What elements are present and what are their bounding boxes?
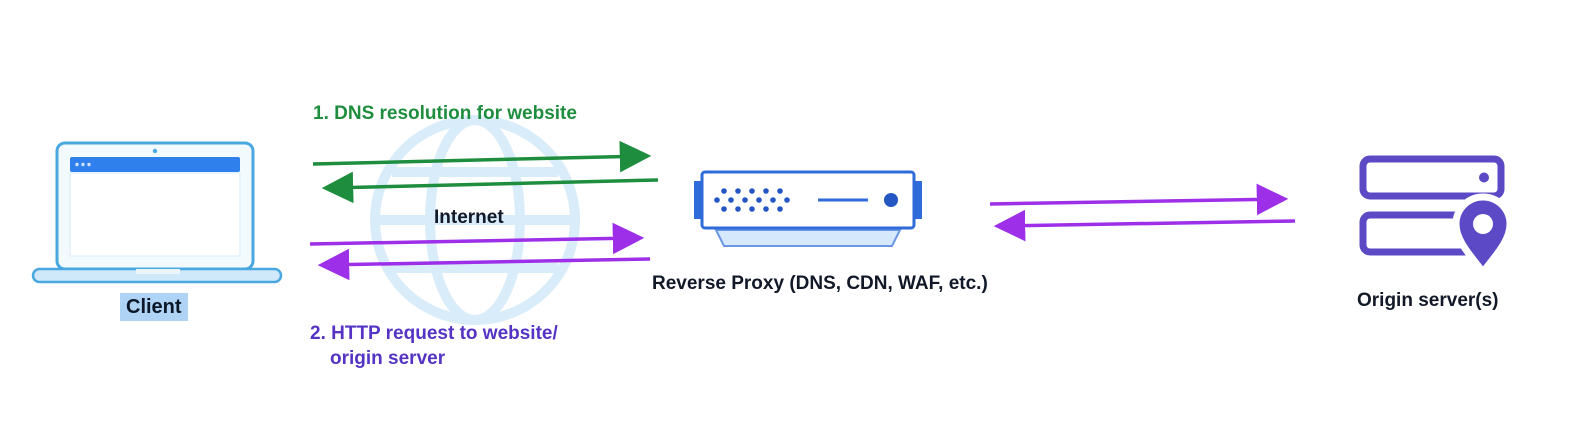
proxy-origin-arrow-left — [993, 209, 1296, 242]
step2-line1: 2. HTTP request to website/ — [310, 323, 558, 344]
internet-globe-icon — [370, 115, 580, 325]
dns-arrows — [312, 140, 659, 204]
internet-label: Internet — [434, 207, 504, 228]
dns-arrow-left — [321, 171, 659, 204]
reverse-proxy-icon — [694, 170, 922, 247]
dns-arrow-right — [312, 140, 652, 173]
client-label: Client — [120, 293, 188, 321]
http-arrow-right — [309, 222, 645, 255]
origin-server-icon — [1359, 155, 1514, 278]
origin-server-label: Origin server(s) — [1357, 290, 1499, 311]
step2-line2: origin server — [330, 347, 446, 369]
proxy-origin-arrows — [989, 183, 1296, 242]
http-arrow-left — [317, 248, 651, 281]
http-arrows — [309, 222, 651, 281]
reverse-proxy-label: Reverse Proxy (DNS, CDN, WAF, etc.) — [652, 273, 988, 294]
proxy-origin-arrow-right — [989, 183, 1289, 216]
step2-http-label: 2. HTTP request to website/ origin serve… — [310, 322, 558, 371]
client-laptop-icon — [31, 141, 283, 284]
step1-dns-label: 1. DNS resolution for website — [313, 103, 577, 124]
location-pin-icon — [1452, 193, 1514, 278]
